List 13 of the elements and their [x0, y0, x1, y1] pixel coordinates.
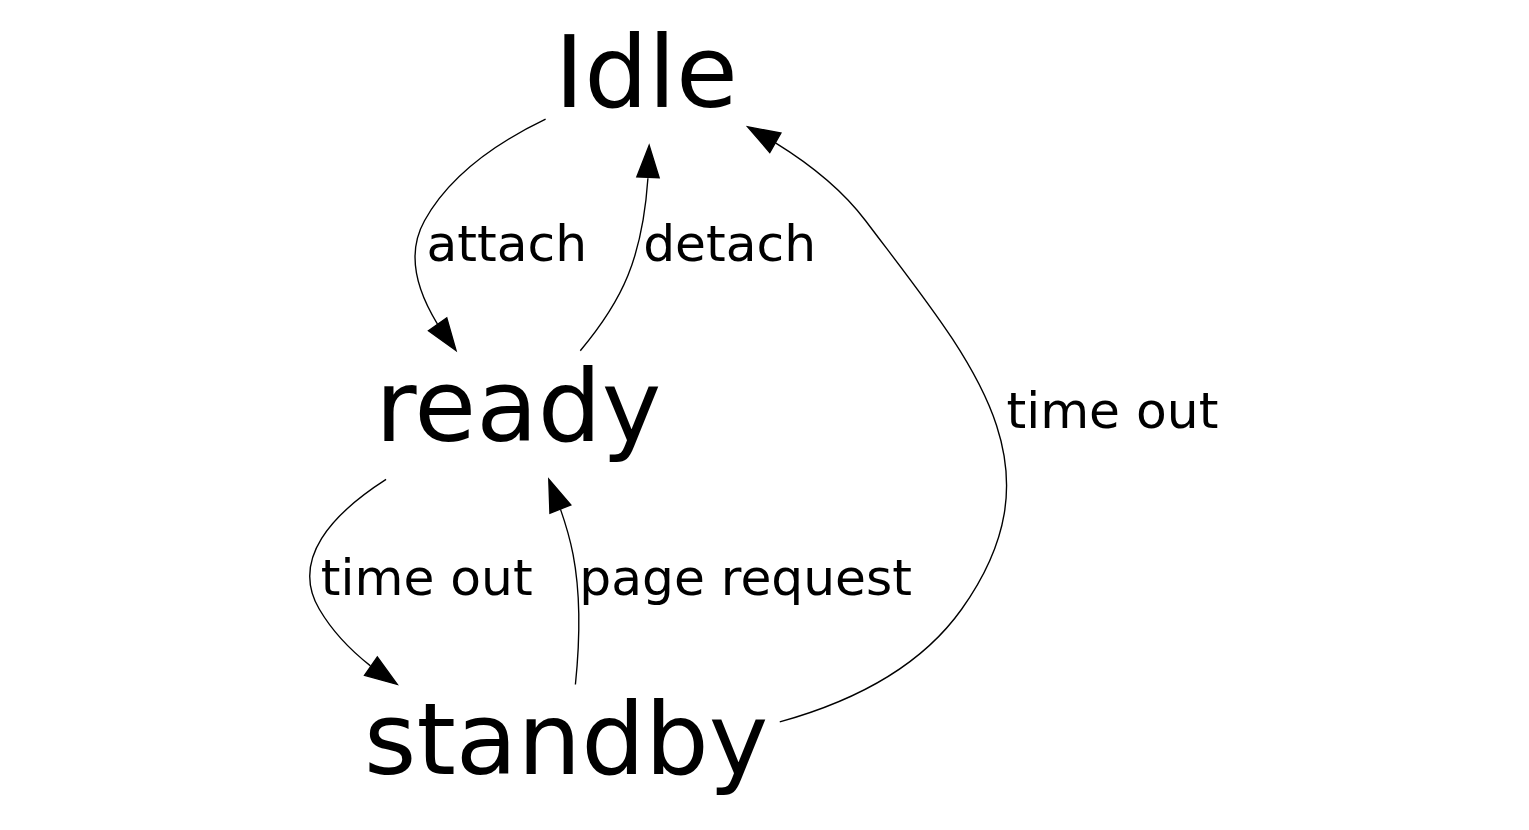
node-text: ready: [375, 347, 662, 465]
edge-label: time out: [1006, 380, 1219, 440]
node-text: Idle: [554, 13, 738, 131]
arrow: [745, 125, 1008, 723]
edge-label: detach: [643, 213, 817, 273]
edge-label: time out: [320, 547, 533, 607]
node-text: standby: [364, 681, 769, 799]
arrow: [309, 478, 399, 686]
arrow: [414, 118, 547, 353]
arrow: [579, 143, 661, 352]
arrow: [548, 477, 580, 686]
edge-label: page request: [579, 547, 912, 607]
edge-label: attach: [426, 213, 588, 273]
